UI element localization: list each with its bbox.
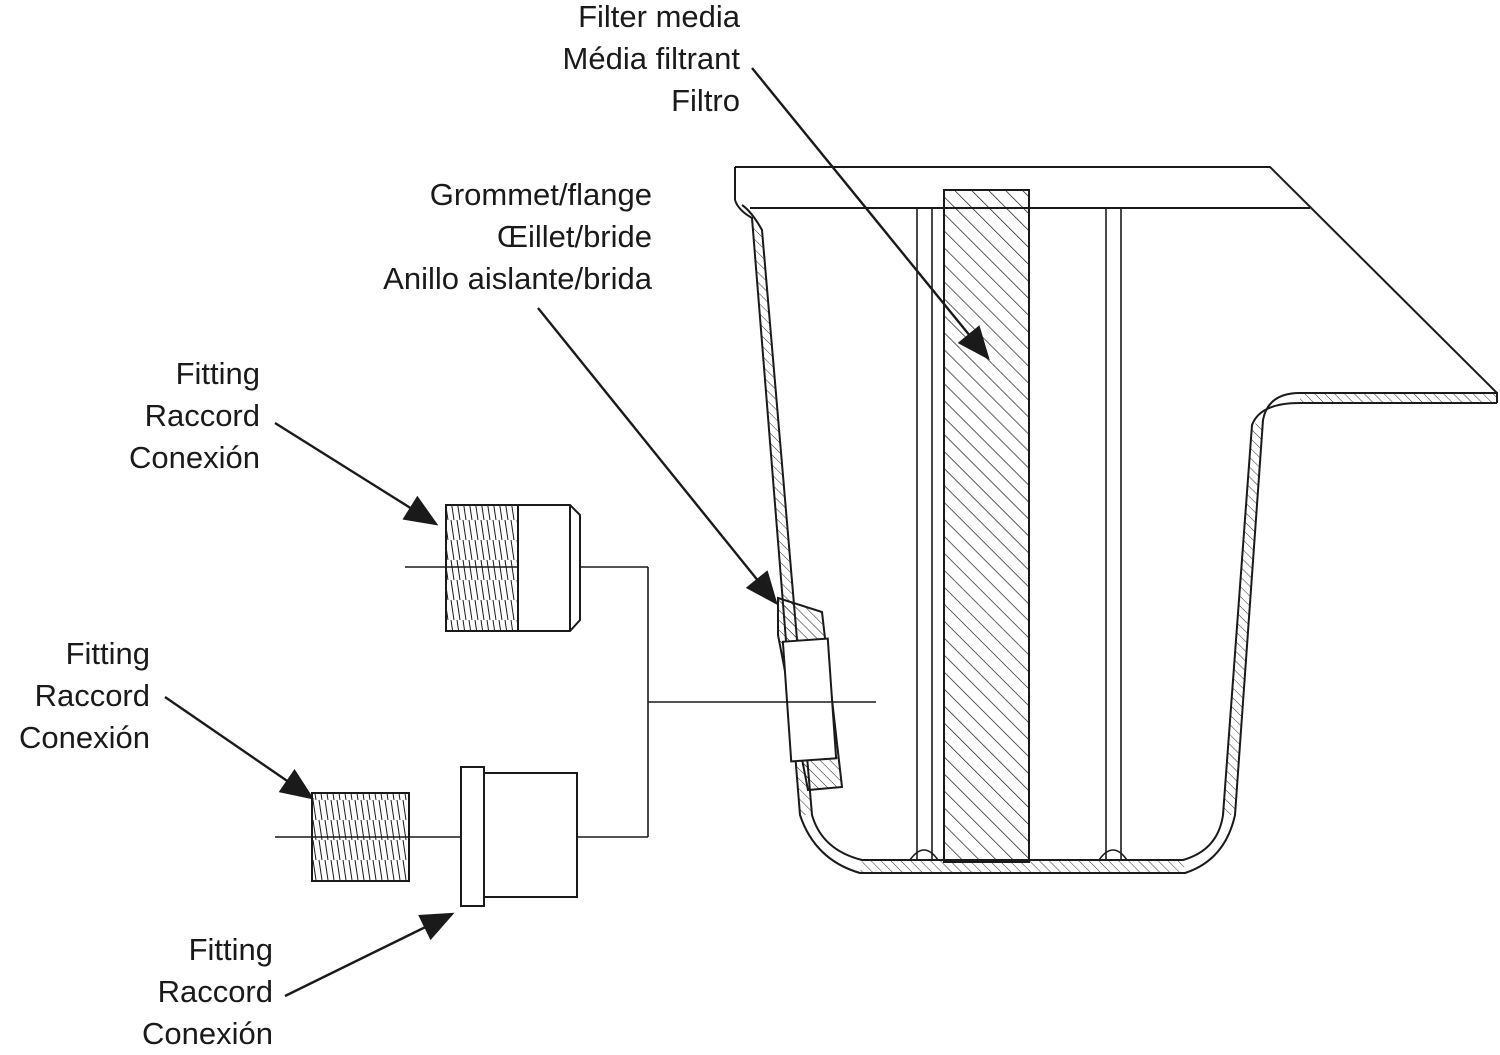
- label-grommet-en: Grommet/flange: [429, 177, 652, 212]
- arrow-grommet: [537, 307, 778, 606]
- label-fitting-bottom-en: Fitting: [188, 932, 273, 967]
- arrow-filter-media: [751, 67, 990, 361]
- label-grommet-fr: Œillet/bride: [496, 219, 652, 254]
- fitting-middle: [311, 792, 410, 882]
- label-fitting-middle-en: Fitting: [65, 636, 150, 671]
- label-fitting-bottom-fr: Raccord: [157, 974, 273, 1009]
- filter-housing: [734, 166, 1498, 874]
- filter-media: [943, 189, 1030, 863]
- label-fitting-bottom-es: Conexión: [142, 1016, 273, 1051]
- label-fitting-top-en: Fitting: [175, 356, 260, 391]
- fitting-bottom: [460, 766, 578, 907]
- housing-channels: [909, 208, 1128, 861]
- label-fitting-bottom: Fitting Raccord Conexión: [142, 929, 273, 1055]
- label-filter-media-en: Filter media: [578, 0, 740, 34]
- arrow-fitting-middle: [164, 696, 315, 800]
- label-fitting-top: Fitting Raccord Conexión: [129, 353, 260, 479]
- label-fitting-middle-fr: Raccord: [34, 678, 150, 713]
- label-filter-media-fr: Média filtrant: [562, 41, 740, 76]
- grommet-flange: [777, 596, 844, 792]
- label-fitting-top-es: Conexión: [129, 440, 260, 475]
- leader-arrows: [164, 67, 990, 998]
- housing-wall-hatching: [752, 218, 1497, 873]
- label-grommet-es: Anillo aislante/brida: [383, 261, 652, 296]
- label-grommet: Grommet/flange Œillet/bride Anillo aisla…: [383, 174, 652, 300]
- fitting-top: [445, 504, 581, 632]
- arrow-fitting-top: [274, 421, 439, 526]
- arrow-fitting-bottom: [284, 912, 455, 998]
- label-fitting-middle: Fitting Raccord Conexión: [19, 633, 150, 759]
- label-filter-media: Filter media Média filtrant Filtro: [563, 0, 740, 122]
- label-filter-media-es: Filtro: [671, 83, 740, 118]
- label-fitting-top-fr: Raccord: [144, 398, 260, 433]
- label-fitting-middle-es: Conexión: [19, 720, 150, 755]
